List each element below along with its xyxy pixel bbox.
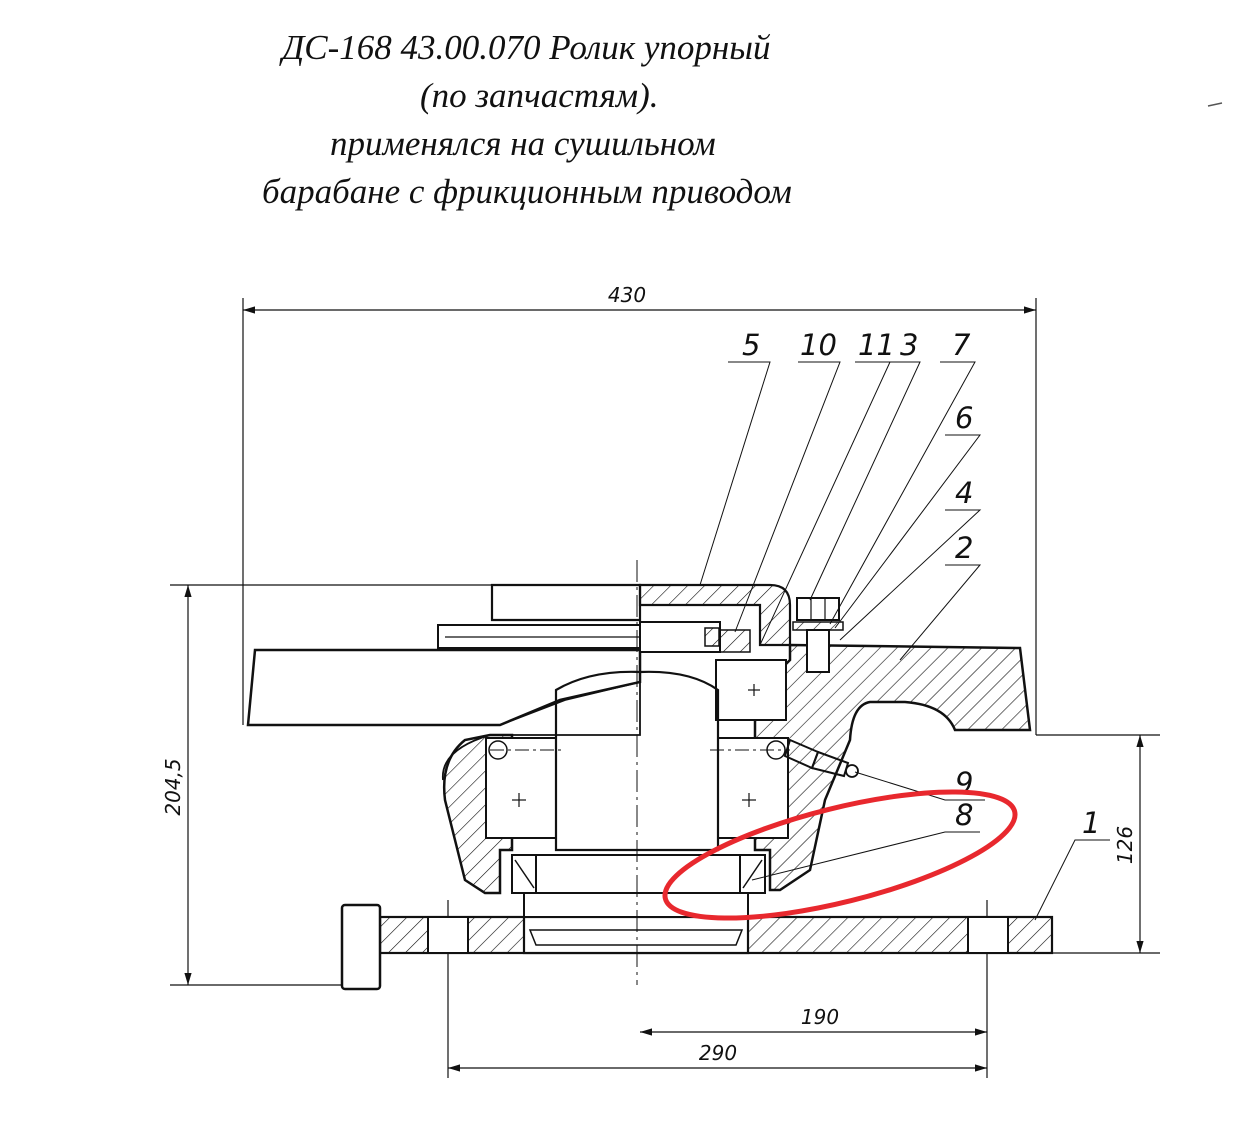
title-line-2: (по запчастям). [420,76,659,115]
title-line-1: ДС-168 43.00.070 Ролик упорный [282,28,771,67]
dimension-290-label: 290 [699,1041,737,1065]
part-label-8: 8 [955,798,973,832]
grease-fitting [783,738,859,778]
part-labels: 5 10 11 3 7 6 4 2 9 8 1 [742,328,1100,840]
shaft-assembly [485,621,789,918]
roller-disc [246,583,642,727]
dimension-430: 430 [242,283,1037,735]
part-label-1: 1 [1082,806,1100,840]
bolt [792,597,844,673]
part-label-3: 3 [900,328,918,362]
title-line-3: применялся на сушильном [330,124,716,163]
dimension-204-5-label: 204,5 [161,758,185,815]
part-label-11: 11 [858,328,895,362]
dimension-126: 126 [1036,734,1160,954]
part-label-4: 4 [955,476,973,510]
title-line-4: барабане с фрикционным приводом [262,172,792,211]
part-label-2: 2 [955,531,973,565]
dimension-190-label: 190 [801,1005,839,1029]
part-label-7: 7 [952,328,971,362]
highlight-ellipse [662,789,1018,921]
part-label-5: 5 [742,328,760,362]
part-label-6: 6 [955,401,973,435]
dimension-430-label: 430 [608,283,646,307]
drawing-title: ДС-168 43.00.070 Ролик упорный (по запча… [0,0,1248,240]
stray-mark [1207,102,1223,107]
dimension-126-label: 126 [1113,826,1137,864]
part-label-10: 10 [800,328,837,362]
leader-lines [699,361,1110,921]
